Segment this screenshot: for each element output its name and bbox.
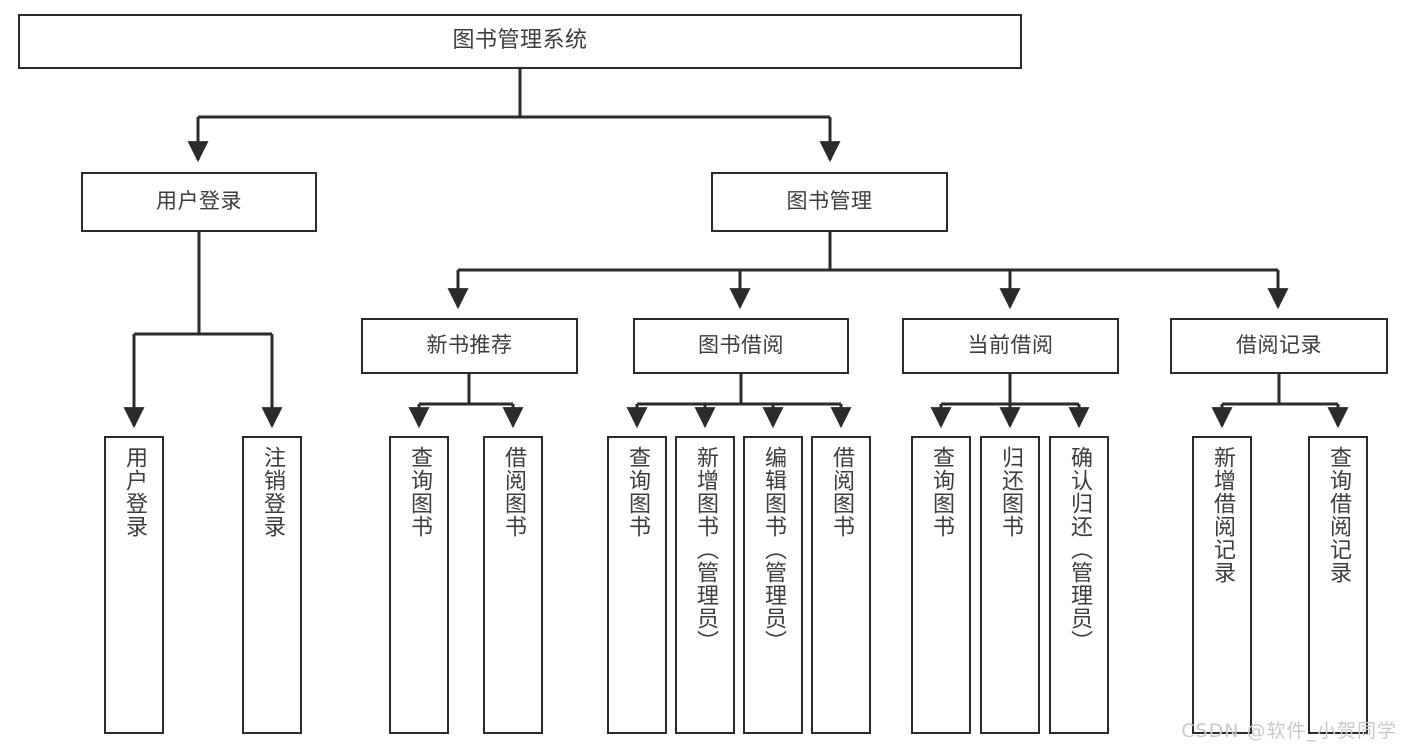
node-new-book-recommend[interactable]: 新书推荐 [361,318,578,374]
leaf-book-borrow-edit[interactable]: 编辑图书（管理员） [743,436,803,734]
leaf-user-login-login[interactable]: 用户登录 [104,436,164,734]
node-label: 查询图书 [928,446,954,538]
leaf-book-borrow-query[interactable]: 查询图书 [607,436,667,734]
leaf-borrow-record-query[interactable]: 查询借阅记录 [1308,436,1368,734]
leaf-book-borrow-borrow[interactable]: 借阅图书 [811,436,871,734]
watermark-text: CSDN @软件_小贺同学 [1181,720,1397,742]
node-label: 注销登录 [259,446,285,538]
node-label: 用户登录 [156,189,242,214]
node-label: 用户登录 [121,446,147,538]
leaf-borrow-record-add[interactable]: 新增借阅记录 [1192,436,1252,734]
node-label: 查询图书 [624,446,650,538]
node-book-borrow[interactable]: 图书借阅 [633,318,849,374]
node-user-login[interactable]: 用户登录 [81,172,317,232]
node-label: 借阅图书 [500,446,526,538]
node-label: 图书管理系统 [452,28,588,54]
node-label: 新增借阅记录 [1209,446,1235,584]
node-current-borrow[interactable]: 当前借阅 [902,318,1119,374]
node-label: 借阅记录 [1236,333,1322,358]
node-label: 图书借阅 [698,333,784,358]
node-label: 查询图书 [406,446,432,538]
leaf-user-login-logout[interactable]: 注销登录 [242,436,302,734]
node-label: 当前借阅 [967,333,1054,358]
node-label: 借阅图书 [828,446,854,538]
node-book-management[interactable]: 图书管理 [711,172,948,232]
node-borrow-record[interactable]: 借阅记录 [1170,318,1388,374]
leaf-current-borrow-query[interactable]: 查询图书 [911,436,971,734]
node-label: 归还图书 [997,446,1023,538]
node-root-book-management-system[interactable]: 图书管理系统 [18,14,1022,69]
leaf-new-book-borrow[interactable]: 借阅图书 [483,436,543,734]
node-label: 查询借阅记录 [1325,446,1351,584]
node-label: 图书管理 [786,189,873,214]
node-label: 确认归还（管理员） [1066,446,1092,653]
leaf-current-borrow-confirm-return[interactable]: 确认归还（管理员） [1049,436,1109,734]
leaf-current-borrow-return[interactable]: 归还图书 [980,436,1040,734]
leaf-new-book-query[interactable]: 查询图书 [389,436,449,734]
node-label: 编辑图书（管理员） [760,446,786,653]
leaf-book-borrow-add[interactable]: 新增图书（管理员） [675,436,735,734]
node-label: 新增图书（管理员） [692,446,718,653]
node-label: 新书推荐 [426,333,513,358]
